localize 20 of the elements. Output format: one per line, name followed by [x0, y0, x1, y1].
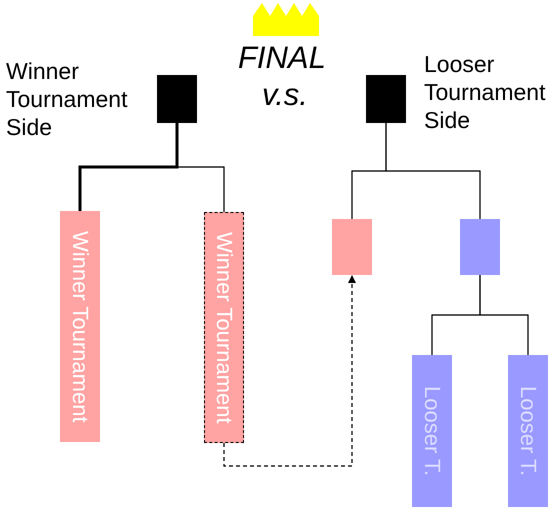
bracket-line [479, 275, 529, 355]
arrow [223, 275, 356, 467]
finalist-box [366, 75, 406, 123]
side-label: Looser Tournament Side [424, 50, 546, 134]
match-slot-box [460, 219, 500, 275]
bar-label: Looser T. [421, 386, 443, 476]
match-slot-box [332, 219, 372, 275]
tournament-bar [508, 355, 548, 507]
title: FINAL [238, 40, 326, 76]
bar-label: Looser T. [517, 386, 539, 476]
bracket-line [78, 123, 178, 211]
bar-label: Winner Tournament [69, 230, 91, 422]
tournament-bar [60, 211, 100, 442]
tournament-bar [204, 212, 244, 443]
side-label: Winner Tournament Side [6, 57, 128, 141]
bracket-line [385, 123, 481, 219]
bar-label: Winner Tournament [213, 232, 235, 424]
versus-label: v.s. [262, 77, 308, 113]
finalist-box [157, 75, 197, 123]
tournament-bar [412, 355, 452, 507]
